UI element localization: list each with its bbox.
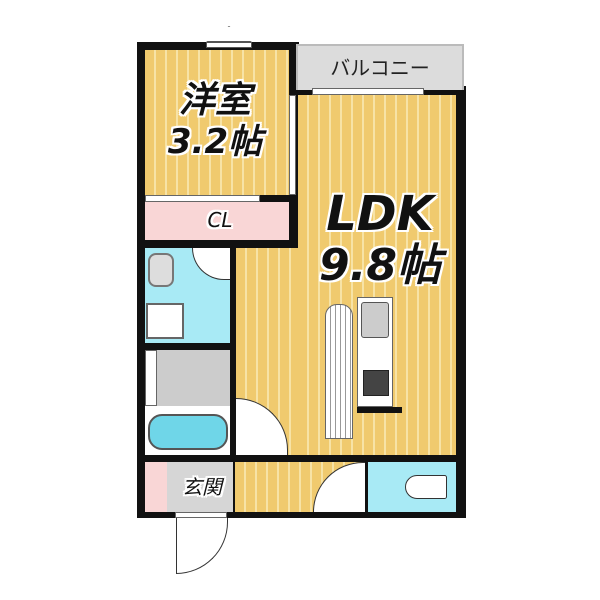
balcony-window: [312, 88, 424, 95]
window-north: [206, 42, 252, 48]
interior-wall: [137, 455, 466, 462]
ldk-size: 9.8帖: [319, 240, 441, 291]
closet: [145, 202, 289, 240]
entrance-label: 玄関: [182, 475, 222, 499]
closet-door: [145, 195, 260, 202]
balcony-label: バルコニー: [330, 56, 430, 80]
washing-machine-icon: [146, 303, 184, 339]
sliding-door: [289, 95, 296, 195]
entrance: [167, 462, 233, 512]
ldk-name: LDK: [326, 186, 434, 242]
stove-icon: [363, 370, 389, 396]
kitchen-wall: [357, 407, 402, 413]
front-door-frame: [175, 512, 227, 518]
western-room: [145, 50, 289, 195]
western-room-size: 3.2帖: [167, 122, 263, 162]
washbasin-icon: [148, 253, 174, 287]
storage-shelf: [145, 350, 157, 406]
bay-window: [206, 26, 252, 42]
bathtub-icon: [148, 414, 228, 450]
closet-label: CL: [207, 208, 233, 232]
storage: [145, 350, 230, 406]
front-door-swing: [176, 518, 228, 574]
toilet-icon: [405, 475, 447, 499]
sink-icon: [361, 302, 389, 338]
western-room-name: 洋室: [178, 80, 251, 121]
shoe-closet: [145, 462, 167, 512]
kitchen-counter: [325, 304, 353, 439]
balcony: [296, 44, 464, 90]
